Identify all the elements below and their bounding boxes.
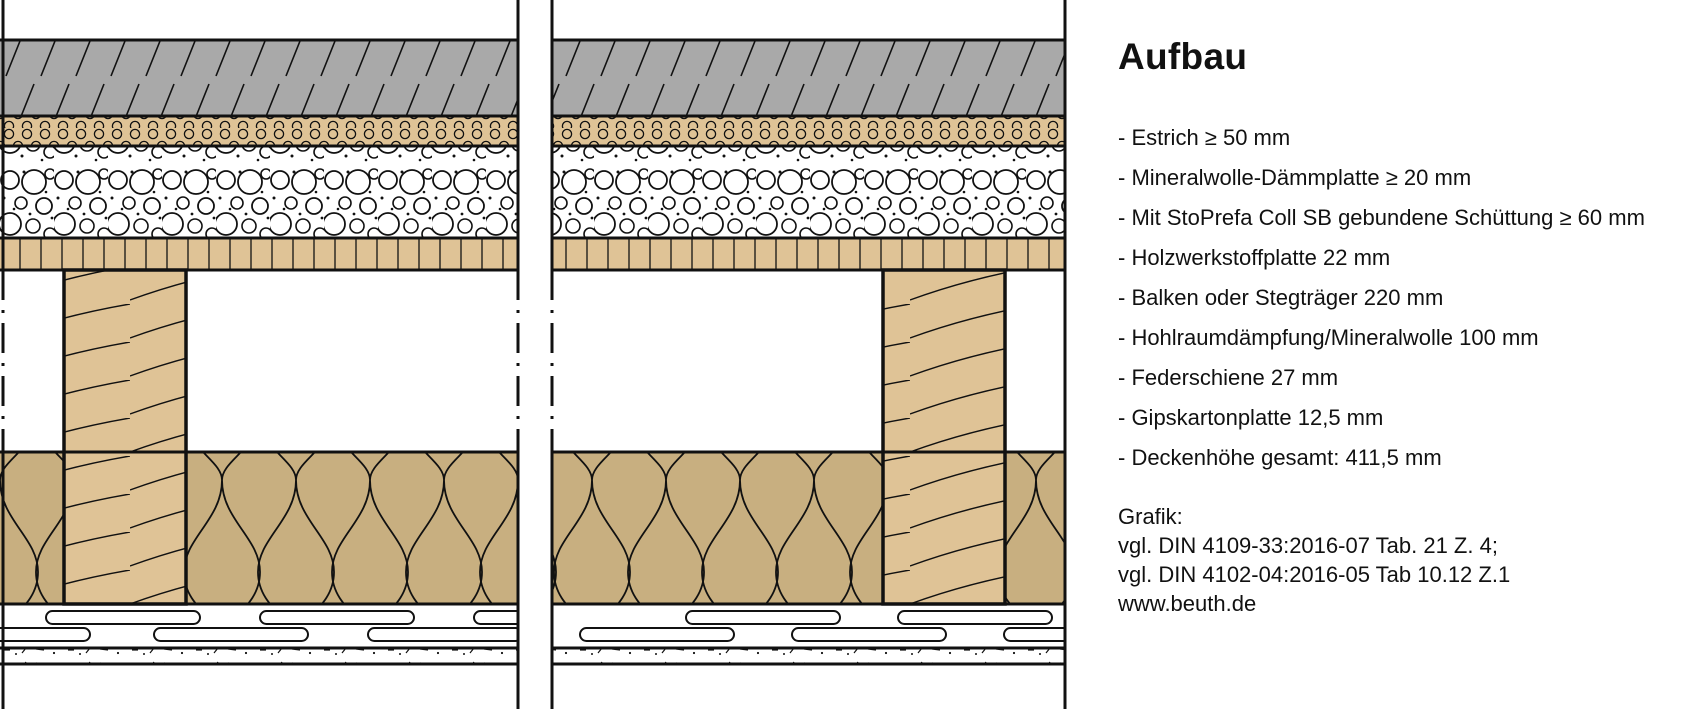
layer-item: - Balken oder Stegträger 220 mm [1118,285,1444,310]
legend-title: Aufbau [1118,36,1248,77]
gypsum-board-layer [552,648,1065,664]
layer-item: - Federschiene 27 mm [1118,365,1339,390]
resilient-channel [579,610,1065,642]
source-label: Grafik: [1118,504,1183,529]
bonded-fill-layer [0,146,518,238]
floor-section-drawing [0,0,1067,709]
layer-item: - Hohlraumdämpfung/Mineralwolle 100 mm [1118,325,1539,350]
layer-item: - Holzwerkstoffplatte 22 mm [1118,245,1391,270]
beam [62,268,188,606]
legend-panel: Aufbau - Estrich ≥ 50 mm - Mineralwolle-… [1118,36,1678,618]
mineral-wool-board-layer [0,116,518,146]
source-line: vgl. DIN 4109-33:2016-07 Tab. 21 Z. 4; [1118,533,1498,558]
layer-item: - Mineralwolle-Dämmplatte ≥ 20 mm [1118,165,1472,190]
layer-item: - Mit StoPrefa Coll SB gebundene Schüttu… [1118,205,1645,230]
layer-item: - Deckenhöhe gesamt: 411,5 mm [1118,445,1442,470]
source-note: Grafik: vgl. DIN 4109-33:2016-07 Tab. 21… [1118,502,1678,618]
gypsum-board-layer [0,648,518,664]
resilient-channel [0,610,518,642]
left-section-panel [0,38,518,666]
beam [881,268,1007,606]
layer-list: - Estrich ≥ 50 mm - Mineralwolle-Dämmpla… [1118,118,1678,478]
source-link: www.beuth.de [1118,591,1257,616]
screed-layer [0,40,518,116]
source-line: vgl. DIN 4102-04:2016-05 Tab 10.12 Z.1 [1118,562,1511,587]
wood-board-layer [552,238,1065,270]
wood-board-layer [0,238,518,270]
right-section-panel [552,38,1065,666]
layer-item: - Estrich ≥ 50 mm [1118,125,1291,150]
mineral-wool-board-layer [552,116,1065,146]
layer-item: - Gipskartonplatte 12,5 mm [1118,405,1384,430]
bonded-fill-layer [552,146,1065,238]
panel-boundaries [1,0,1067,709]
screed-layer [552,40,1065,116]
